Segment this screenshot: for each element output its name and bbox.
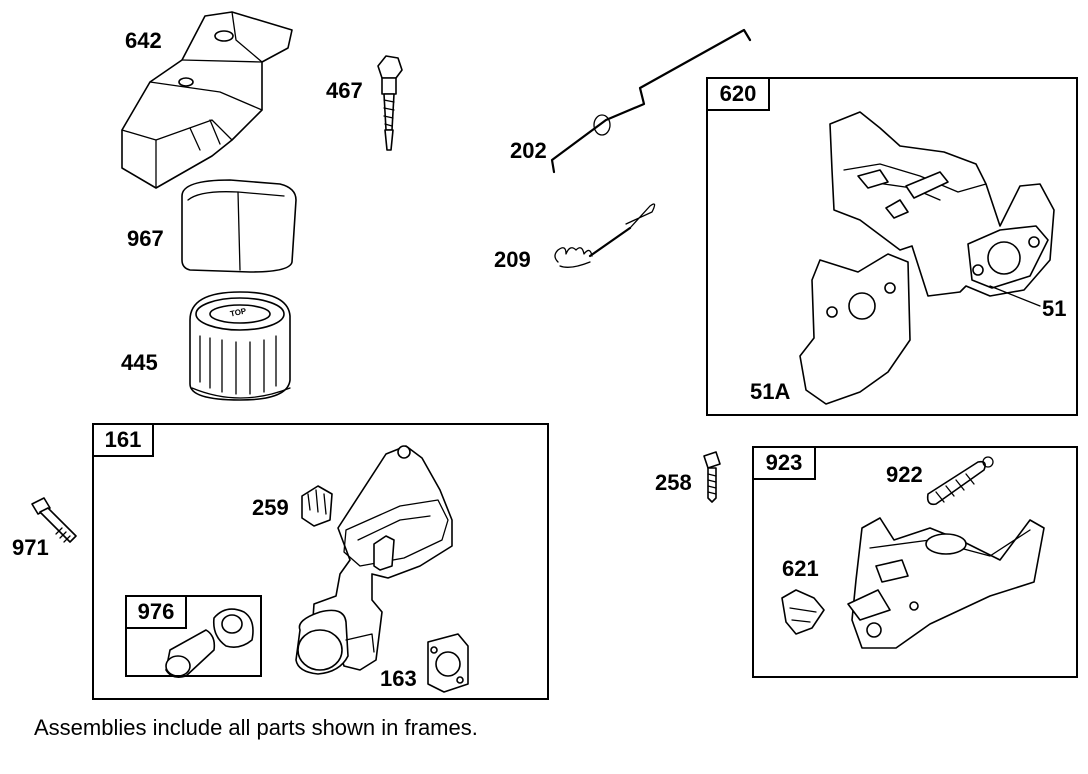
bolt-971-drawing <box>31 497 77 543</box>
label-202: 202 <box>510 138 547 163</box>
assembly-note: Assemblies include all parts shown in fr… <box>34 715 478 740</box>
frame-976-tag: 976 <box>125 595 187 629</box>
screw-258-drawing <box>703 451 721 503</box>
label-642: 642 <box>125 28 162 53</box>
label-922: 922 <box>886 462 923 487</box>
frame-161 <box>92 423 549 700</box>
adapter-976-drawing <box>165 608 254 678</box>
label-209: 209 <box>494 247 531 272</box>
knob-bolt-drawing <box>377 55 403 151</box>
frame-620-tag: 620 <box>706 77 770 111</box>
clip-259-drawing <box>301 485 333 527</box>
label-445: 445 <box>121 350 158 375</box>
label-621: 621 <box>782 556 819 581</box>
label-163: 163 <box>380 666 417 691</box>
control-bracket-drawing <box>799 111 1055 405</box>
air-cleaner-cover-drawing <box>121 11 293 189</box>
frame-923-tag: 923 <box>752 446 816 480</box>
label-467: 467 <box>326 78 363 103</box>
gasket-163-drawing <box>427 633 469 693</box>
label-967: 967 <box>127 226 164 251</box>
air-filter-drawing <box>189 291 291 401</box>
frame-923 <box>752 446 1078 678</box>
pre-cleaner-drawing <box>181 179 297 273</box>
label-259: 259 <box>252 495 289 520</box>
label-971: 971 <box>12 535 49 560</box>
label-51: 51 <box>1042 296 1067 321</box>
frame-976 <box>125 595 262 677</box>
governor-assembly-drawing <box>847 517 1045 649</box>
frame-161-tag: 161 <box>92 423 154 457</box>
label-51a: 51A <box>750 379 791 404</box>
spring-922-drawing <box>926 456 994 506</box>
governor-link-drawing <box>550 28 752 174</box>
clip-621-drawing <box>781 589 825 635</box>
air-cleaner-base-drawing <box>295 445 453 675</box>
label-258: 258 <box>655 470 692 495</box>
frame-620 <box>706 77 1078 416</box>
spring-drawing <box>554 203 656 268</box>
